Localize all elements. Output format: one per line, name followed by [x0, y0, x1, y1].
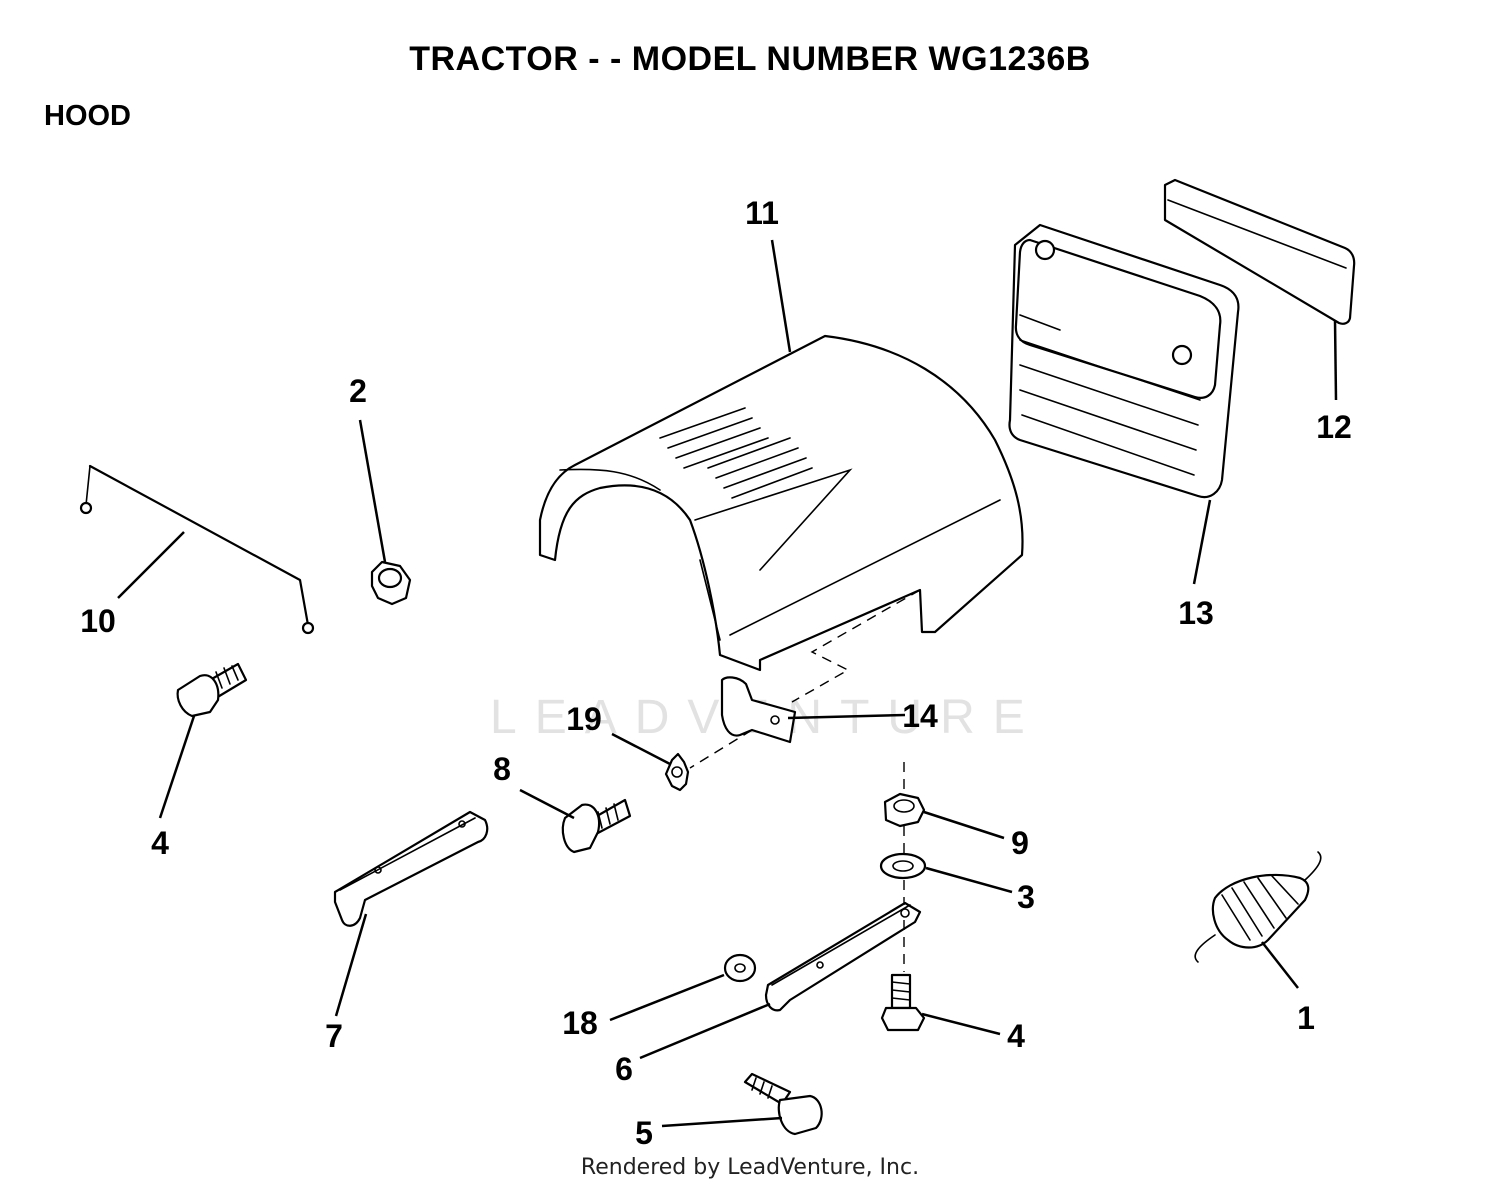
nut-part-9[interactable] — [883, 792, 926, 828]
spring-part-1[interactable] — [1194, 851, 1322, 963]
page-title: TRACTOR - - MODEL NUMBER WG1236B — [409, 40, 1091, 78]
callout-9: 9 — [1011, 825, 1029, 861]
bolt-part-lower[interactable] — [880, 973, 926, 1032]
bracket-part[interactable] — [720, 676, 797, 744]
callout-6: 6 — [615, 1051, 633, 1087]
callout-10: 10 — [80, 603, 116, 639]
callout-12: 12 — [1316, 409, 1352, 445]
washer-part-3[interactable] — [879, 852, 927, 880]
callout-2: 2 — [349, 373, 367, 409]
callout-18: 18 — [562, 1005, 598, 1041]
callout-4-upper: 4 — [151, 825, 169, 861]
lens-strip-part[interactable] — [1163, 178, 1356, 325]
hood-rod-part[interactable] — [79, 464, 315, 635]
callout-14: 14 — [902, 698, 938, 734]
leader-lines — [117, 239, 1338, 1128]
bolt-part-8[interactable] — [561, 798, 632, 854]
washer-part-18[interactable] — [723, 953, 757, 983]
callout-11: 11 — [745, 195, 779, 231]
bolt-part-upper[interactable] — [176, 662, 248, 718]
nut-part[interactable] — [370, 560, 412, 606]
assembly-lines — [689, 589, 921, 972]
callout-7: 7 — [325, 1018, 343, 1054]
star-washer-part[interactable] — [664, 752, 690, 792]
callout-13: 13 — [1178, 595, 1214, 631]
hood-part[interactable] — [538, 334, 1024, 672]
section-heading: HOOD — [44, 100, 131, 132]
grille-part[interactable] — [1008, 223, 1240, 499]
callout-3: 3 — [1017, 879, 1035, 915]
callout-19: 19 — [566, 701, 602, 737]
shoulder-bolt-part-5[interactable] — [743, 1072, 823, 1136]
footer-credit: Rendered by LeadVenture, Inc. — [580, 1155, 920, 1180]
hood-bracket-part-7[interactable] — [333, 810, 489, 927]
callout-5: 5 — [635, 1115, 653, 1151]
callout-labels: 11 12 13 2 10 4 14 19 8 9 3 7 18 6 4 1 5 — [80, 195, 1352, 1151]
strap-part-6[interactable] — [764, 901, 922, 1012]
hood-vent-slots — [659, 407, 813, 499]
callout-4-lower: 4 — [1007, 1018, 1025, 1054]
callout-1: 1 — [1297, 1000, 1315, 1036]
callout-8: 8 — [493, 751, 511, 787]
